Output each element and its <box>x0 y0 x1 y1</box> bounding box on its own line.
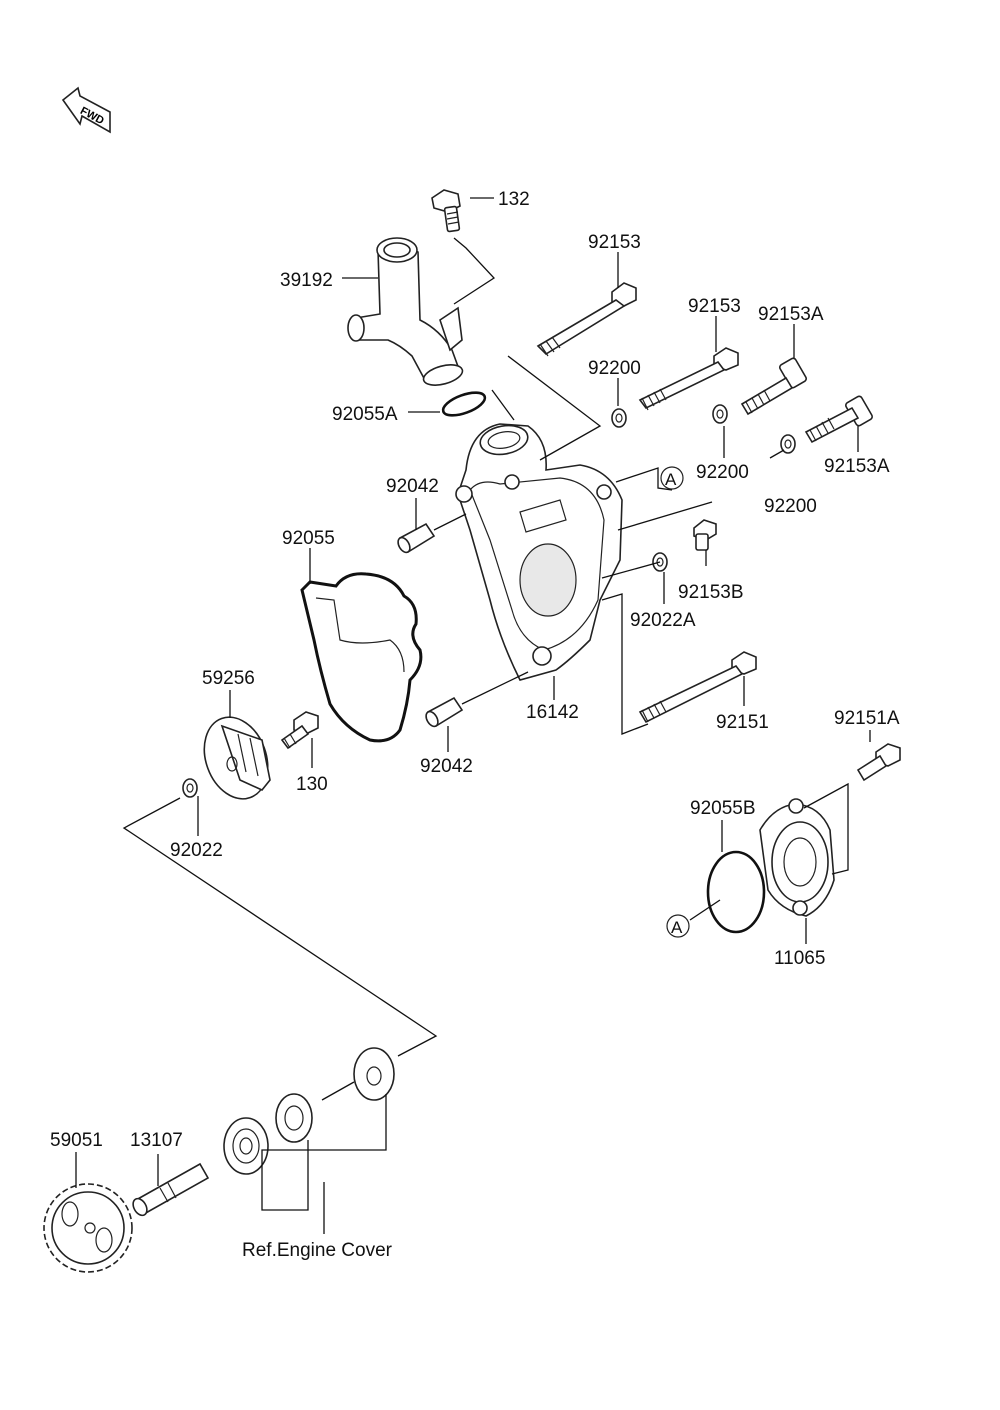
o-ring-92055A <box>441 391 487 417</box>
label-92200-top: 92200 <box>588 358 641 379</box>
label-11065: 11065 <box>774 948 825 969</box>
label-92153A-top: 92153A <box>758 304 824 325</box>
ref-marker-a-top-text: A <box>665 470 677 489</box>
label-130: 130 <box>296 774 328 795</box>
shaft-13107 <box>132 1162 210 1217</box>
label-92153B: 92153B <box>678 582 744 603</box>
label-92042-bottom: 92042 <box>420 756 473 777</box>
long-bolt-92153-mid <box>638 347 739 411</box>
washer-92200-top <box>611 408 627 428</box>
label-16142: 16142 <box>526 702 579 723</box>
label-92055A: 92055A <box>332 404 398 425</box>
dowel-pin-92042-bottom <box>425 696 464 728</box>
bolt-130 <box>280 711 319 750</box>
dowel-pin-92042-top <box>397 522 436 554</box>
bolt-132 <box>431 189 461 233</box>
impeller-59256 <box>203 716 271 800</box>
o-ring-92055B <box>706 850 766 934</box>
label-92055B: 92055B <box>690 798 756 819</box>
gasket-92055-inner <box>315 597 405 673</box>
washer-92022 <box>182 778 198 798</box>
oil-seal <box>275 1093 313 1143</box>
label-92151A: 92151A <box>834 708 900 729</box>
washer-92200-mid <box>712 404 728 424</box>
label-59256: 59256 <box>202 668 255 689</box>
label-92200-right: 92200 <box>764 496 817 517</box>
bolt-92153A-right <box>804 395 873 444</box>
pump-cover-11065 <box>759 798 835 917</box>
label-92055: 92055 <box>282 528 335 549</box>
ball-bearing <box>223 1117 269 1175</box>
label-13107: 13107 <box>130 1130 183 1151</box>
gasket-92055 <box>300 572 423 743</box>
long-bolt-92151 <box>638 651 757 724</box>
leader-lines <box>75 197 871 1234</box>
label-92151: 92151 <box>716 712 769 733</box>
label-39192: 39192 <box>280 270 333 291</box>
gear-59051 <box>43 1183 133 1273</box>
ref-marker-a-top: A <box>660 466 684 490</box>
washer-92200-right <box>780 434 796 454</box>
fwd-arrow-icon: FWD <box>61 86 111 134</box>
label-92022: 92022 <box>170 840 223 861</box>
label-92153-top: 92153 <box>588 232 641 253</box>
long-bolt-92153-top <box>536 282 637 357</box>
bolt-92151A <box>856 743 901 782</box>
label-92022A: 92022A <box>630 610 696 631</box>
water-pipe-39192 <box>347 237 464 386</box>
bolt-92153B <box>693 519 717 551</box>
pump-cover-16142 <box>455 423 623 681</box>
bolt-92153A-top <box>740 357 807 416</box>
ref-marker-a-bottom-text: A <box>671 918 683 937</box>
label-ref-engine-cover: Ref.Engine Cover <box>242 1240 393 1261</box>
label-132: 132 <box>498 189 530 210</box>
ref-marker-a-bottom: A <box>666 914 690 938</box>
label-92153-mid: 92153 <box>688 296 741 317</box>
label-92042-top: 92042 <box>386 476 439 497</box>
label-92200-mid: 92200 <box>696 462 749 483</box>
label-59051: 59051 <box>50 1130 103 1151</box>
seal-ring <box>353 1047 395 1101</box>
label-92153A-right: 92153A <box>824 456 890 477</box>
